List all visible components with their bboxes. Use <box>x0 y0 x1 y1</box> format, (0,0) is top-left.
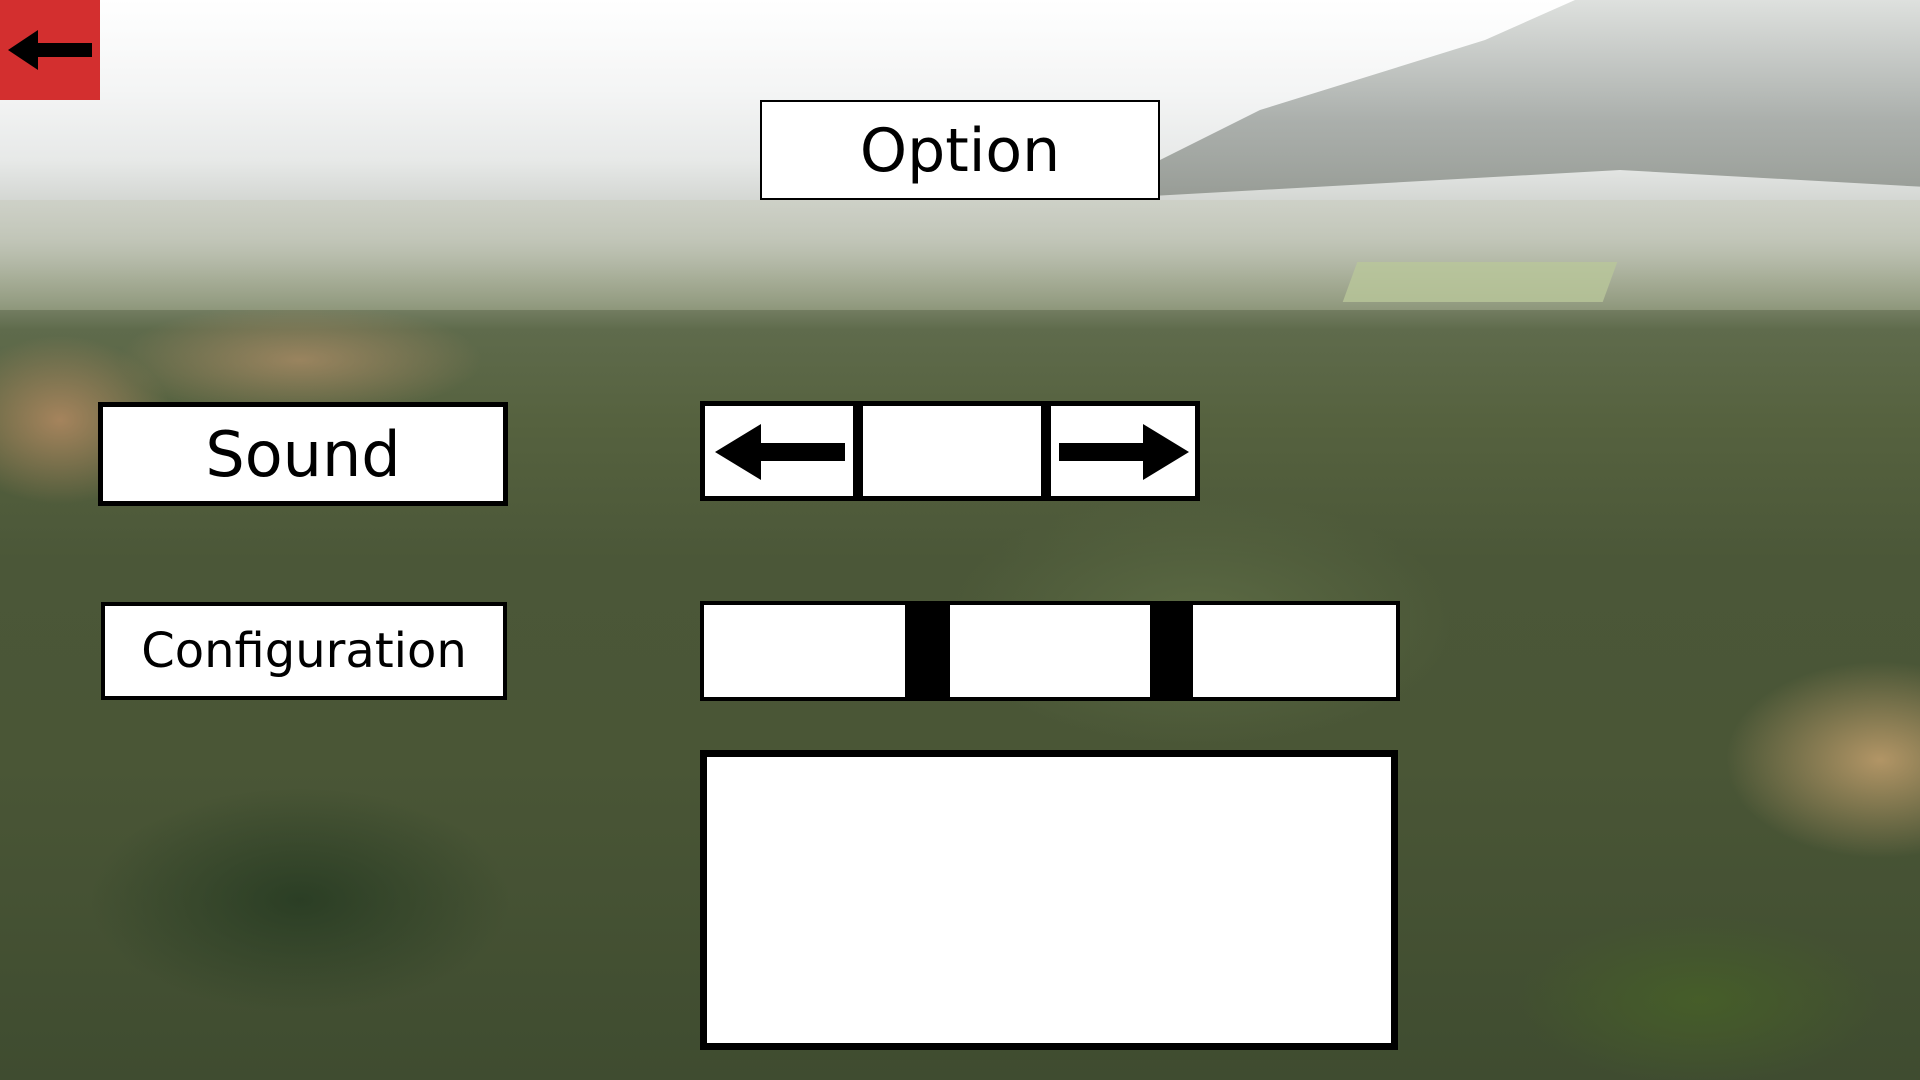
sound-previous-button[interactable] <box>700 401 858 501</box>
page-title-box: Option <box>760 100 1160 200</box>
page-title: Option <box>859 116 1061 186</box>
sound-value <box>863 406 1041 496</box>
sound-next-button[interactable] <box>1046 401 1200 501</box>
background-field <box>1342 262 1618 302</box>
configuration-detail-text <box>707 757 1391 1043</box>
arrow-right-icon <box>1059 424 1189 480</box>
configuration-selector <box>700 601 1400 701</box>
configuration-option-1-label <box>704 605 905 697</box>
sound-label: Sound <box>205 417 401 491</box>
back-button[interactable] <box>0 0 100 100</box>
configuration-detail-panel <box>700 750 1398 1050</box>
background-valley <box>0 200 1920 310</box>
configuration-option-1[interactable] <box>704 605 905 697</box>
configuration-label: Configuration <box>141 623 467 679</box>
arrow-left-icon <box>8 30 92 70</box>
arrow-left-icon <box>715 424 845 480</box>
configuration-divider <box>1150 605 1193 697</box>
configuration-option-2-label <box>950 605 1150 697</box>
configuration-option-3-label <box>1193 605 1396 697</box>
configuration-divider <box>905 605 950 697</box>
sound-label-box: Sound <box>98 402 508 506</box>
configuration-option-2[interactable] <box>950 605 1150 697</box>
configuration-option-3[interactable] <box>1193 605 1396 697</box>
configuration-label-box: Configuration <box>101 602 507 700</box>
sound-value-display <box>858 401 1046 501</box>
